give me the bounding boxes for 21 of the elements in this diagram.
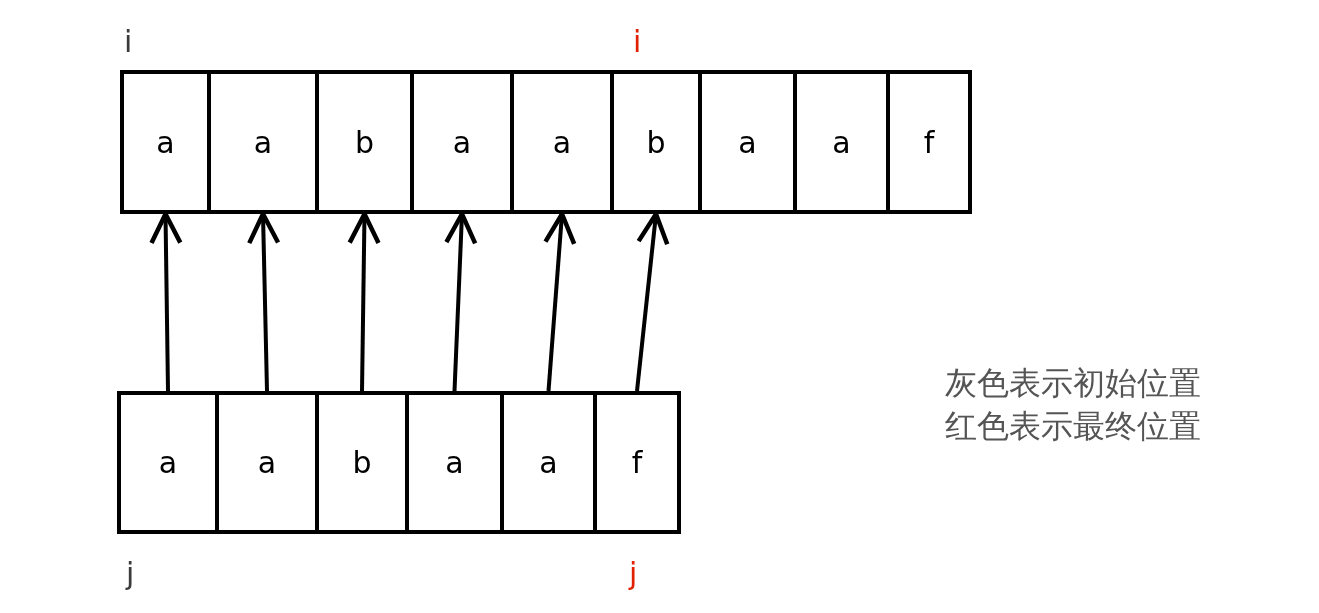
legend-note: 灰色表示初始位置	[945, 363, 1201, 404]
cell-letter: a	[253, 124, 273, 160]
pointer-label: i	[124, 24, 133, 59]
cell-letter: f	[923, 124, 935, 160]
legend-note: 红色表示最终位置	[945, 406, 1201, 447]
cell-letter: a	[158, 445, 178, 480]
cell-letter: a	[257, 445, 277, 480]
cell-letter: a	[445, 445, 464, 480]
cell-letter: b	[354, 124, 374, 160]
cell-letter: f	[631, 445, 643, 480]
pointer-label: j	[126, 556, 135, 591]
cell-letter: a	[156, 124, 175, 160]
cell-letter: b	[352, 445, 372, 480]
pointer-label: i	[633, 24, 642, 59]
cell-letter: a	[738, 124, 757, 160]
cell-letter: b	[646, 124, 666, 160]
cell-letter: a	[452, 124, 472, 160]
pointer-label: j	[629, 556, 638, 591]
cell-letter: a	[832, 124, 851, 160]
cell-letter: a	[539, 445, 558, 480]
cell-letter: a	[552, 124, 572, 160]
